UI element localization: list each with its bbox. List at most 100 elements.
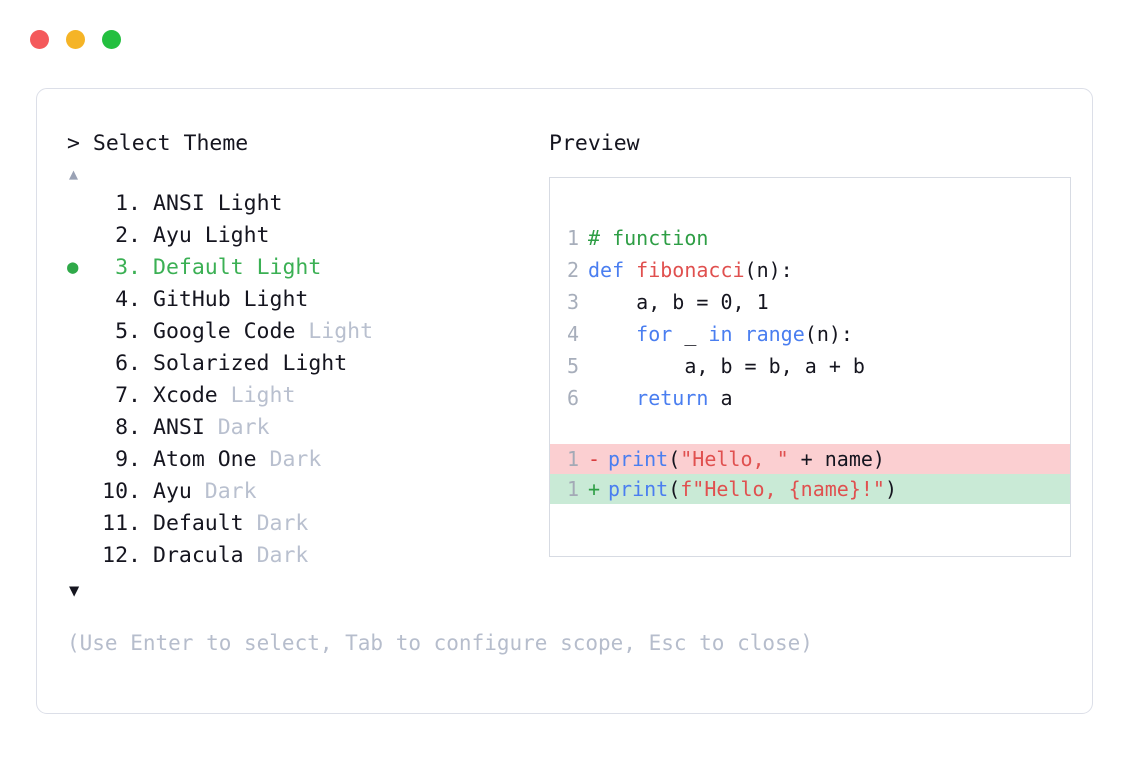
code-line: 5 a, b = b, a + b <box>550 350 1070 382</box>
theme-item-number: 5. <box>115 318 141 344</box>
code-token: print <box>608 447 669 471</box>
theme-list-item[interactable]: 2. Ayu Light <box>67 223 537 255</box>
theme-item-name: ANSI <box>153 414 218 440</box>
theme-item-variant: Light <box>243 286 309 312</box>
code-token: return <box>636 386 709 410</box>
theme-item-name: ANSI <box>153 190 218 216</box>
code-line: 6 return a <box>550 382 1070 414</box>
theme-item-variant: Dark <box>217 414 270 440</box>
scroll-down-arrow-icon[interactable]: ▼ <box>69 580 80 601</box>
theme-item-name: Default <box>153 510 257 536</box>
theme-item-name: Default <box>153 254 257 280</box>
theme-list-item[interactable]: 12. Dracula Dark <box>67 543 537 575</box>
code-token: a, b = <box>588 290 721 314</box>
diff-line-content: print(f"Hello, {name}!") <box>608 474 907 504</box>
theme-item-variant: Dark <box>256 542 309 568</box>
theme-item-name: Dracula <box>153 542 257 568</box>
keyboard-hint: (Use Enter to select, Tab to configure s… <box>67 631 813 655</box>
theme-item-variant: Light <box>256 254 322 280</box>
code-token: fibonacci <box>636 258 745 282</box>
theme-item-variant: Dark <box>269 446 322 472</box>
line-number: 1 <box>566 226 579 250</box>
code-token: for <box>636 322 673 346</box>
theme-list-item[interactable]: 7.Xcode Light <box>67 383 537 415</box>
theme-item-number: 7. <box>115 382 141 408</box>
theme-list-item[interactable]: 6.Solarized Light <box>67 351 537 383</box>
select-theme-prompt: > Select Theme <box>67 131 249 156</box>
maximize-button[interactable] <box>102 30 121 49</box>
diff-block: 1-print("Hello, " + name)1+print(f"Hello… <box>550 444 1070 504</box>
code-token: + name) <box>788 447 885 471</box>
code-line-content: def fibonacci(n): <box>588 254 793 286</box>
theme-list-item[interactable]: 8. ANSI Dark <box>67 415 537 447</box>
window-titlebar <box>30 30 121 49</box>
code-token <box>588 386 636 410</box>
diff-line-content: print("Hello, " + name) <box>608 444 895 474</box>
code-token <box>588 322 636 346</box>
theme-list-item[interactable]: 1. ANSI Light <box>67 191 537 223</box>
theme-item-variant: Light <box>308 318 374 344</box>
close-button[interactable] <box>30 30 49 49</box>
theme-item-number: 10. <box>102 478 141 504</box>
code-token: range <box>744 322 805 346</box>
theme-item-variant: Light <box>217 190 283 216</box>
theme-item-number: 8. <box>115 414 141 440</box>
theme-list-item[interactable]: 5. Google Code Light <box>67 319 537 351</box>
theme-item-number: 2. <box>115 222 141 248</box>
theme-item-variant: Light <box>282 350 348 376</box>
code-token: ) <box>884 477 898 501</box>
theme-item-number: 11. <box>102 510 141 536</box>
theme-list-item[interactable]: 9.Atom One Dark <box>67 447 537 479</box>
code-line-content: a, b = 0, 1 <box>588 286 768 318</box>
theme-list-item[interactable]: 10. Ayu Dark <box>67 479 537 511</box>
theme-item-name: GitHub <box>153 286 244 312</box>
code-token: ( <box>668 477 681 501</box>
theme-list-item[interactable]: 4.GitHub Light <box>67 287 537 319</box>
theme-item-variant: Light <box>230 382 296 408</box>
code-token: a <box>708 386 733 410</box>
code-token: _ <box>672 322 709 346</box>
theme-item-name: Ayu <box>153 222 205 248</box>
code-token: (n): <box>804 322 853 346</box>
theme-item-variant: Light <box>204 222 270 248</box>
code-token: f"Hello, {name}!" <box>680 477 885 501</box>
theme-list-item[interactable]: 11. Default Dark <box>67 511 537 543</box>
code-token: "Hello, " <box>680 447 789 471</box>
selected-bullet-icon: ● <box>67 255 79 278</box>
theme-item-number: 12. <box>102 542 141 568</box>
theme-item-variant: Dark <box>204 478 257 504</box>
code-line-content: a, b = b, a + b <box>588 350 865 382</box>
theme-item-number: 6. <box>115 350 141 376</box>
code-line-content: # function <box>588 222 708 254</box>
code-line: 1 # function <box>550 222 1070 254</box>
line-number: 1 <box>566 447 579 471</box>
theme-item-name: Ayu <box>153 478 205 504</box>
theme-item-name: Google Code <box>153 318 309 344</box>
minimize-button[interactable] <box>66 30 85 49</box>
code-token: # function <box>588 226 709 250</box>
theme-item-number: 1. <box>115 190 141 216</box>
theme-list-item[interactable]: ● 3. Default Light <box>67 255 537 287</box>
diff-line-added: 1+print(f"Hello, {name}!") <box>550 474 1070 504</box>
line-number: 6 <box>566 386 579 410</box>
theme-item-number: 3. <box>115 254 141 280</box>
theme-picker-card: > Select Theme ▲ 1. ANSI Light 2. Ayu Light… <box>36 88 1093 714</box>
code-line: 4 for _ in range(n): <box>550 318 1070 350</box>
diff-line-removed: 1-print("Hello, " + name) <box>550 444 1070 474</box>
line-number: 3 <box>566 290 579 314</box>
scroll-up-arrow-icon[interactable]: ▲ <box>69 164 79 183</box>
code-token <box>733 322 745 346</box>
code-token: , <box>732 290 757 314</box>
code-token: in <box>708 322 733 346</box>
code-token: def <box>588 258 637 282</box>
theme-item-variant: Dark <box>256 510 309 536</box>
theme-item-name: Atom One <box>153 446 270 472</box>
line-number: 1 <box>566 477 579 501</box>
line-number: 5 <box>566 354 579 378</box>
